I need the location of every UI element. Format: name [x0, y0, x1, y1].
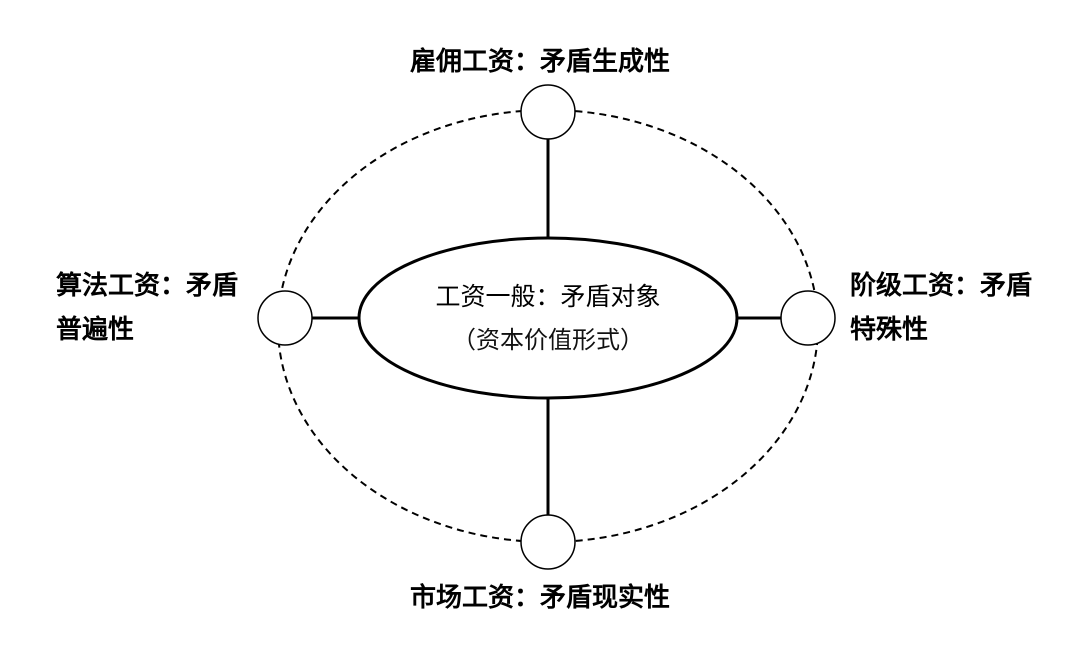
label-left: 算法工资：矛盾 普遍性 [56, 264, 256, 352]
node-circle-right [780, 290, 836, 346]
node-circle-bottom [520, 514, 576, 570]
node-circle-left [257, 290, 313, 346]
label-right-line2: 特殊性 [850, 315, 929, 345]
label-left-line2: 普遍性 [56, 315, 135, 345]
label-right: 阶级工资：矛盾 特殊性 [850, 264, 1050, 352]
center-title: 工资一般：矛盾对象 [435, 282, 661, 311]
label-left-line1: 算法工资：矛盾 [56, 271, 239, 301]
label-top: 雇佣工资：矛盾生成性 [409, 47, 670, 77]
node-circle-top [520, 84, 576, 140]
label-right-line1: 阶级工资：矛盾 [850, 271, 1033, 301]
label-bottom: 市场工资：矛盾现实性 [409, 583, 670, 613]
center-subtitle: （资本价值形式） [452, 326, 644, 354]
center-ellipse [357, 236, 739, 400]
